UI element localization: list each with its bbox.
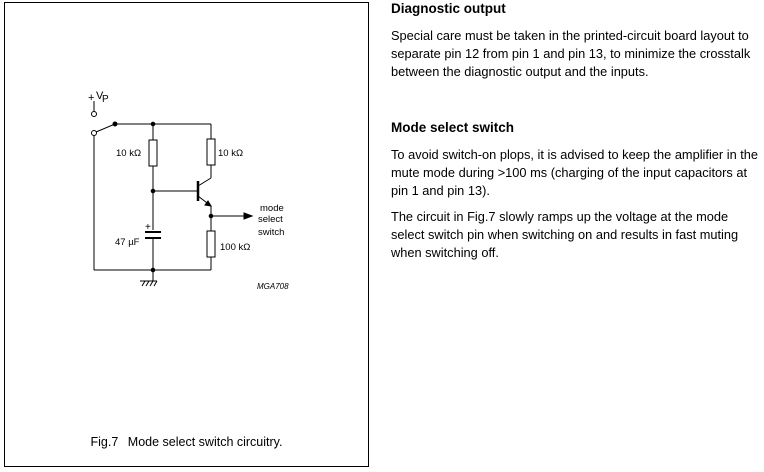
output-label-line3: switch xyxy=(258,227,284,238)
r2-label: 10 kΩ xyxy=(218,148,243,159)
resistor-r1 xyxy=(148,139,158,167)
supply-terminal xyxy=(91,111,97,117)
drawing-code: MGA708 xyxy=(257,282,289,291)
caption-text: Mode select switch circuitry. xyxy=(127,435,283,449)
section-heading-mode-select-switch: Mode select switch xyxy=(391,120,515,135)
caption-number: Fig.7 xyxy=(90,435,119,449)
junction-dot xyxy=(150,188,156,194)
output-arrow xyxy=(243,212,254,220)
section-heading-diagnostic-output: Diagnostic output xyxy=(391,1,506,16)
cap-plus-label: + xyxy=(145,222,151,233)
output-label-line1: mode xyxy=(260,203,284,214)
transistor-collector xyxy=(197,177,212,187)
paragraph-mode-select-1: To avoid switch-on plops, it is advised … xyxy=(391,147,759,198)
emitter-arrow xyxy=(204,200,212,207)
resistor-r2 xyxy=(206,138,216,166)
supply-plus-label: + xyxy=(88,92,94,104)
switch-blade xyxy=(95,123,116,133)
circuit-schematic: + V P 10 kΩ 10 kΩ 100 kΩ 47 µF + mode se… xyxy=(88,90,289,291)
supply-sub-label: P xyxy=(102,94,109,105)
r3-label: 100 kΩ xyxy=(220,242,250,253)
switch-contact-left xyxy=(91,130,97,136)
junction-dot xyxy=(150,121,156,127)
resistor-r3 xyxy=(206,230,216,258)
cap-label: 47 µF xyxy=(115,237,140,248)
junction-dot xyxy=(208,213,214,219)
figure-caption: Fig.7 Mode select switch circuitry. xyxy=(5,435,368,449)
supply-v-label: V xyxy=(96,90,104,102)
r1-label: 10 kΩ xyxy=(116,148,141,159)
paragraph-mode-select-2: The circuit in Fig.7 slowly ramps up the… xyxy=(391,209,739,260)
output-label-line2: select xyxy=(258,214,283,225)
figure-frame: + V P 10 kΩ 10 kΩ 100 kΩ 47 µF + mode se… xyxy=(4,2,369,467)
paragraph-diagnostic-output: Special care must be taken in the printe… xyxy=(391,28,751,79)
